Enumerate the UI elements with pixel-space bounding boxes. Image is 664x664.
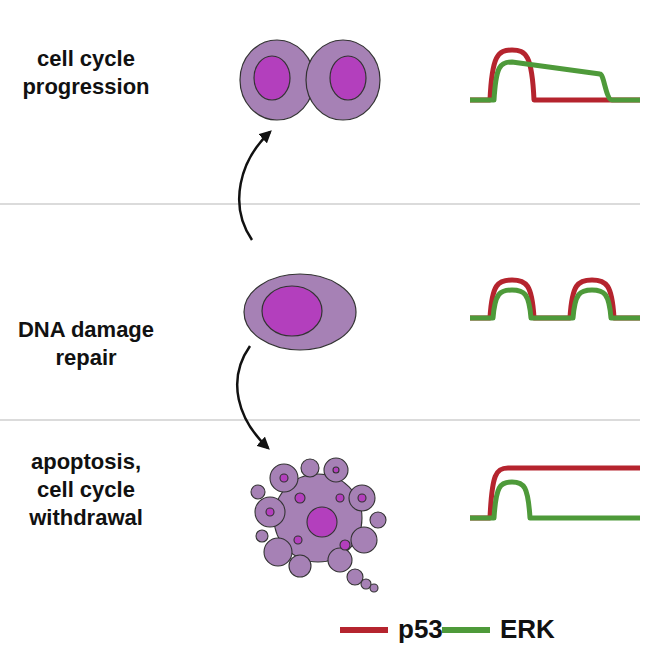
divider [0, 203, 640, 204]
legend-text: ERK [500, 614, 555, 645]
fate-arrow [237, 346, 268, 448]
divider [0, 419, 640, 420]
legend-line [338, 615, 390, 645]
fate-arrow [239, 132, 270, 240]
legend-entry: ERK [440, 614, 555, 645]
state-label: DNA damage repair [16, 316, 156, 372]
signal-traces [470, 50, 640, 518]
legend-text: p53 [398, 614, 443, 645]
dividing-cells [240, 40, 380, 120]
apoptotic-cell [251, 458, 386, 592]
legend-entry: p53 [338, 614, 443, 645]
state-label: apoptosis, cell cycle withdrawal [16, 448, 156, 532]
state-label: cell cycle progression [16, 45, 156, 101]
legend-line [440, 615, 492, 645]
damaged-cell [244, 274, 356, 350]
